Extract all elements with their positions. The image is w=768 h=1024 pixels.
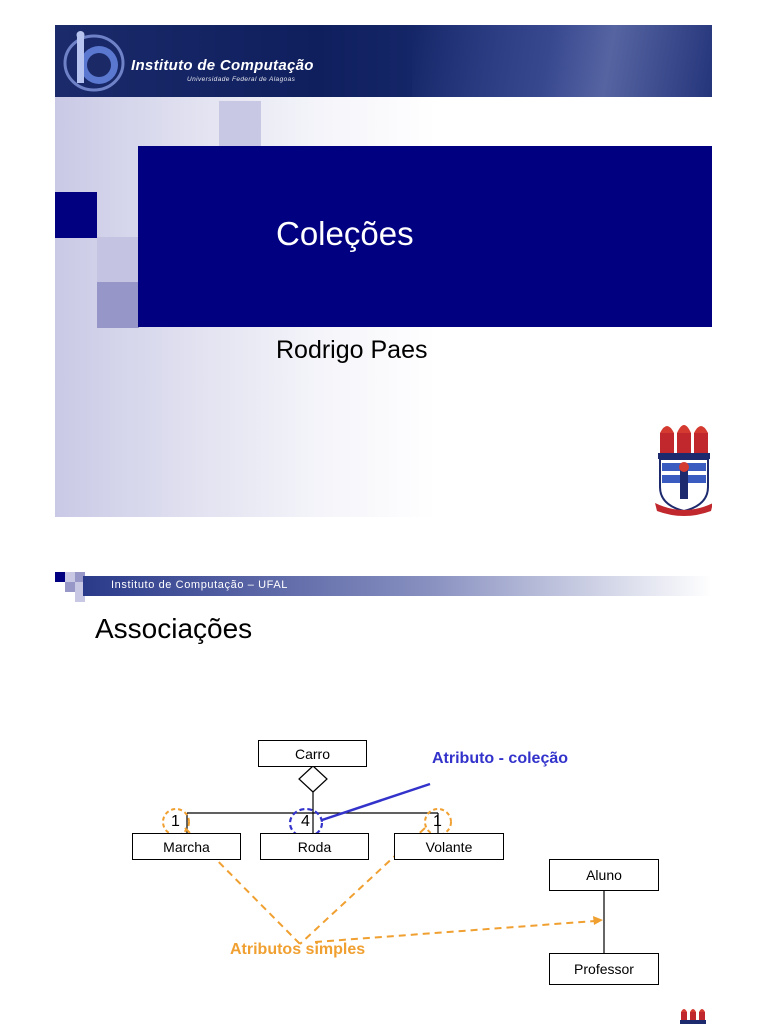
multiplicity-marcha: 1 <box>171 813 180 830</box>
decor-square <box>55 572 65 582</box>
decor-square <box>97 282 139 328</box>
title-slide: Instituto de Computação Universidade Fed… <box>55 25 712 517</box>
decor-square <box>65 572 75 582</box>
slide-title-associacoes: Associações <box>95 613 253 644</box>
class-roda: Roda <box>260 833 369 860</box>
ufal-crest-icon <box>655 425 712 516</box>
multiplicity-roda: 4 <box>301 813 310 830</box>
slide-header-bar: Instituto de Computação – UFAL <box>55 572 712 604</box>
ic-logo-icon <box>63 31 125 92</box>
title-panel <box>138 146 712 327</box>
annotation-collection: Atributo - coleção <box>432 750 569 767</box>
banner-subtitle: Universidade Federal de Alagoas <box>187 76 296 83</box>
slide-author: Rodrigo Paes <box>276 336 428 364</box>
decor-square <box>75 582 85 592</box>
banner-title: Instituto de Computação <box>131 57 314 74</box>
ufal-crest-icon <box>680 1009 706 1024</box>
decor-square <box>65 582 75 592</box>
class-volante: Volante <box>394 833 504 860</box>
decor-square <box>75 592 85 602</box>
class-aluno: Aluno <box>549 859 659 891</box>
multiplicity-volante: 1 <box>433 813 442 830</box>
banner-photo <box>412 25 712 97</box>
institute-banner: Instituto de Computação Universidade Fed… <box>55 25 712 97</box>
decor-square <box>219 101 261 147</box>
class-professor: Professor <box>549 953 659 985</box>
header-strip <box>83 576 712 596</box>
class-marcha: Marcha <box>132 833 241 860</box>
decor-square <box>97 237 139 283</box>
class-carro: Carro <box>258 740 367 767</box>
header-bar-text: Instituto de Computação – UFAL <box>111 579 288 591</box>
slide-title: Coleções <box>276 215 414 252</box>
decor-square <box>55 192 97 238</box>
annotation-simple: Atributos simples <box>230 941 366 958</box>
decor-square <box>75 572 85 582</box>
